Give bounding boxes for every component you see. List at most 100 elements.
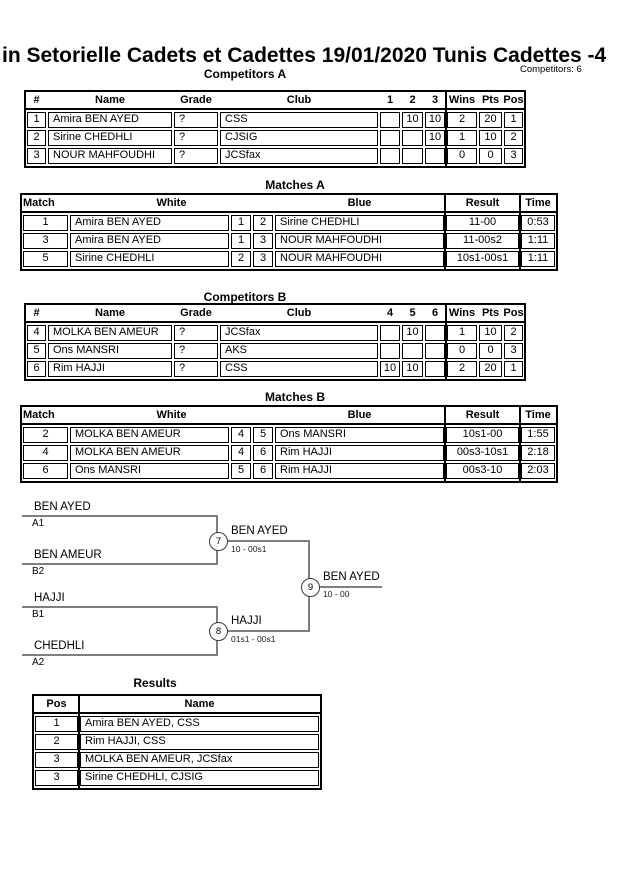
- table-row: 1 Amira BEN AYED, CSS: [34, 716, 320, 732]
- name-cell: NOUR MAHFOUDHI: [48, 148, 172, 164]
- white-name-cell: Amira BEN AYED: [70, 233, 229, 249]
- round-cell: [402, 148, 423, 164]
- col-header-pts: Pts: [481, 307, 500, 319]
- pts-cell: 10: [479, 325, 502, 341]
- round-cell: [425, 148, 445, 164]
- bracket-winner-name: BEN AYED: [231, 525, 288, 537]
- results-title: Results: [133, 676, 177, 690]
- competitors-a-table: # Name Grade Club 1 2 3 Wins Pts Pos 1 A…: [24, 90, 526, 168]
- white-name-cell: MOLKA BEN AMEUR: [70, 427, 229, 443]
- pos-cell: 3: [35, 770, 78, 786]
- col-header-name: Name: [184, 698, 215, 710]
- round-cell: [425, 325, 445, 341]
- bracket-winner-name: BEN AYED: [323, 571, 380, 583]
- matches-a-title: Matches A: [265, 178, 325, 192]
- match-num-cell: 5: [23, 251, 68, 267]
- white-name-cell: Sirine CHEDHLI: [70, 251, 229, 267]
- name-cell: Ons MANSRI: [48, 343, 172, 359]
- competitors-b-title: Competitors B: [203, 290, 287, 304]
- table-row: 4 MOLKA BEN AMEUR 4 6 Rim HAJJI 00s3-10s…: [22, 445, 556, 461]
- white-seed-cell: 1: [231, 215, 251, 231]
- blue-name-cell: NOUR MAHFOUDHI: [275, 233, 444, 249]
- num-cell: 3: [27, 148, 46, 164]
- column-divider: [519, 407, 521, 481]
- bracket-line: [22, 654, 218, 656]
- table-header-row: Match White Blue Result Time: [22, 195, 556, 213]
- name-cell: MOLKA BEN AMEUR, JCSfax: [80, 752, 319, 768]
- name-cell: Sirine CHEDHLI: [48, 130, 172, 146]
- col-header-pts: Pts: [481, 94, 500, 106]
- group-divider: [445, 305, 447, 379]
- col-header-num: #: [33, 307, 40, 319]
- wins-cell: 2: [447, 361, 477, 377]
- bracket-line: [22, 563, 218, 565]
- col-header-time: Time: [525, 409, 551, 421]
- match-number-circle: 8: [209, 622, 228, 641]
- round-cell: 10: [425, 112, 445, 128]
- blue-name-cell: Rim HAJJI: [275, 463, 444, 479]
- blue-seed-cell: 3: [253, 251, 273, 267]
- bracket-line: [318, 586, 382, 588]
- table-body: 2 MOLKA BEN AMEUR 4 5 Ons MANSRI 10s1-00…: [22, 425, 556, 481]
- col-header-time: Time: [525, 197, 551, 209]
- grade-cell: ?: [174, 325, 218, 341]
- col-header-result: Result: [465, 409, 500, 421]
- table-body: 1 Amira BEN AYED, CSS 2 Rim HAJJI, CSS 3…: [34, 714, 320, 788]
- match-number-circle: 9: [301, 578, 320, 597]
- round-cell: [380, 343, 400, 359]
- competitors-b-table: # Name Grade Club 4 5 6 Wins Pts Pos 4 M…: [24, 303, 526, 381]
- column-divider: [444, 195, 446, 269]
- table-row: 6 Ons MANSRI 5 6 Rim HAJJI 00s3-10 2:03: [22, 463, 556, 479]
- bracket-line: [226, 630, 310, 632]
- page-title: in Setorielle Cadets et Cadettes 19/01/2…: [2, 44, 607, 67]
- pos-cell: 3: [504, 148, 523, 164]
- table-header-row: # Name Grade Club 4 5 6 Wins Pts Pos: [26, 305, 524, 323]
- col-header-pos: Pos: [46, 698, 67, 710]
- round-cell: 10: [402, 361, 423, 377]
- col-header-white: White: [156, 409, 187, 421]
- white-seed-cell: 4: [231, 445, 251, 461]
- table-row: 5 Ons MANSRI ? AKS 0 0 3: [26, 343, 524, 359]
- club-cell: CJSIG: [220, 130, 378, 146]
- wins-cell: 1: [447, 130, 477, 146]
- num-cell: 1: [27, 112, 46, 128]
- col-header-r2: 2: [409, 94, 416, 106]
- matches-b-table: Match White Blue Result Time 2 MOLKA BEN…: [20, 405, 558, 483]
- time-cell: 1:11: [521, 233, 555, 249]
- results-table: Pos Name 1 Amira BEN AYED, CSS 2 Rim HAJ…: [32, 694, 322, 790]
- num-cell: 2: [27, 130, 46, 146]
- col-header-r3: 3: [431, 94, 439, 106]
- col-header-match: Match: [23, 409, 55, 421]
- name-cell: Rim HAJJI, CSS: [80, 734, 319, 750]
- column-divider: [444, 407, 446, 481]
- blue-seed-cell: 5: [253, 427, 273, 443]
- pts-cell: 20: [479, 361, 502, 377]
- grade-cell: ?: [174, 361, 218, 377]
- result-cell: 11-00: [446, 215, 519, 231]
- col-header-white: White: [156, 197, 187, 209]
- col-header-num: #: [33, 94, 40, 106]
- bracket-seed-label: A1: [32, 518, 45, 529]
- competitors-count-note: Competitors: 6: [520, 64, 582, 75]
- pts-cell: 0: [479, 148, 502, 164]
- wins-cell: 2: [447, 112, 477, 128]
- result-cell: 00s3-10s1: [446, 445, 519, 461]
- name-cell: Rim HAJJI: [48, 361, 172, 377]
- bracket-line: [226, 540, 310, 542]
- bracket-entry-name: CHEDHLI: [34, 640, 85, 652]
- pts-cell: 0: [479, 343, 502, 359]
- pos-cell: 2: [504, 130, 523, 146]
- bracket-seed-label: A2: [32, 657, 45, 668]
- name-cell: Amira BEN AYED: [48, 112, 172, 128]
- white-name-cell: MOLKA BEN AMEUR: [70, 445, 229, 461]
- bracket-seed-label: B2: [32, 566, 45, 577]
- bracket-score: 10 - 00: [323, 589, 350, 599]
- round-cell: [380, 325, 400, 341]
- bracket-score: 10 - 00s1: [231, 544, 267, 554]
- table-header-row: Pos Name: [34, 696, 320, 714]
- wins-cell: 0: [447, 148, 477, 164]
- blue-seed-cell: 6: [253, 445, 273, 461]
- col-header-grade: Grade: [180, 94, 212, 106]
- result-cell: 11-00s2: [446, 233, 519, 249]
- match-num-cell: 3: [23, 233, 68, 249]
